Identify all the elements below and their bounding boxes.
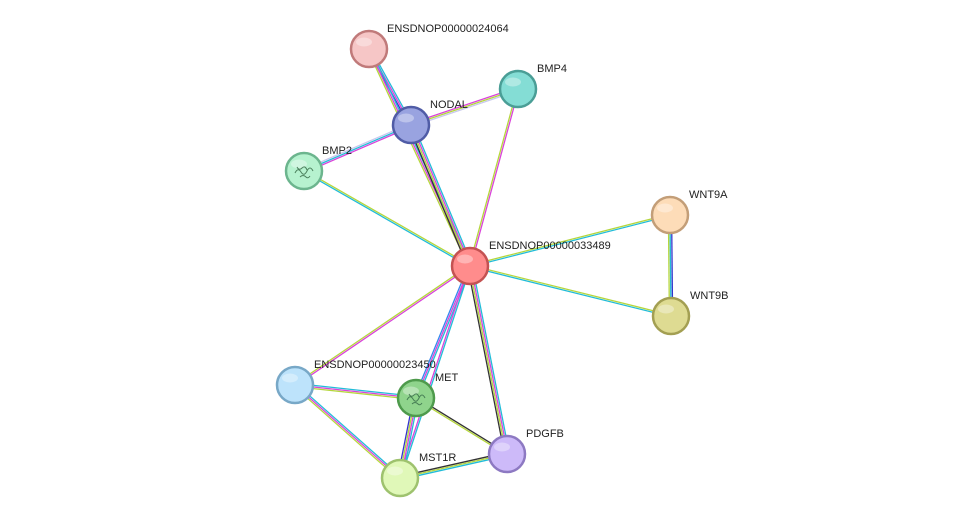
edge-evidence-line — [469, 213, 670, 266]
edge-evidence-line — [303, 171, 470, 268]
edge-evidence-line — [294, 264, 470, 385]
node-wnt9a[interactable] — [650, 195, 690, 235]
edge-evidence-line — [366, 49, 470, 267]
edge-ensdnop00000033489-pdgfb[interactable] — [467, 265, 510, 455]
node-highlight — [494, 442, 510, 452]
edge-evidence-line — [468, 88, 518, 266]
edge-evidence-line — [415, 265, 471, 399]
edge-evidence-line — [369, 48, 473, 266]
edge-evidence-line — [295, 266, 471, 387]
edge-ensdnop00000024064-ensdnop00000033489[interactable] — [366, 48, 473, 267]
edge-evidence-line — [303, 124, 412, 172]
node-highlight — [457, 254, 473, 264]
edge-evidence-line — [368, 48, 471, 267]
node-nodal[interactable] — [391, 105, 431, 145]
edge-evidence-line — [294, 384, 401, 479]
edge-evidence-line — [409, 125, 470, 267]
edge-evidence-line — [470, 89, 520, 267]
protein-structure-icon — [406, 393, 426, 406]
node-label-wnt9a: WNT9A — [689, 189, 728, 201]
node-label-mst1r: MST1R — [419, 452, 456, 464]
node-highlight — [387, 466, 403, 476]
edge-evidence-line — [468, 266, 507, 455]
nodes-layer — [275, 29, 691, 498]
edge-evidence-line — [470, 265, 509, 454]
edge-ensdnop00000033489-wnt9a[interactable] — [469, 213, 671, 268]
node-highlight — [282, 373, 298, 383]
node-highlight — [398, 113, 414, 123]
node-highlight — [356, 37, 372, 47]
edge-evidence-line — [294, 384, 417, 399]
edge-evidence-line — [408, 125, 469, 268]
edge-evidence-line — [303, 122, 411, 171]
edge-evidence-line — [471, 265, 510, 454]
node-highlight — [291, 159, 307, 169]
node-label-wnt9b: WNT9B — [690, 290, 729, 302]
protein-structure-icon — [294, 166, 314, 179]
node-mst1r[interactable] — [380, 458, 420, 498]
node-wnt9b[interactable] — [651, 296, 691, 336]
node-bmp4[interactable] — [498, 69, 538, 109]
edge-evidence-line — [411, 124, 472, 266]
edge-evidence-line — [400, 266, 472, 479]
edge-ensdnop00000033489-met[interactable] — [413, 265, 473, 399]
node-circle[interactable] — [284, 151, 324, 191]
edge-evidence-line — [413, 265, 470, 398]
edge-evidence-line — [304, 169, 471, 266]
edge-evidence-line — [470, 264, 672, 316]
edge-evidence-line — [294, 385, 416, 401]
edge-nodal-bmp2[interactable] — [303, 122, 412, 174]
node-label-met: MET — [435, 372, 459, 384]
node-circle[interactable] — [275, 365, 315, 405]
edge-bmp4-ensdnop00000033489[interactable] — [468, 88, 520, 267]
node-circle[interactable] — [391, 105, 431, 145]
node-highlight — [658, 304, 674, 314]
node-label-bmp4: BMP4 — [537, 63, 567, 75]
node-circle[interactable] — [396, 378, 436, 418]
node-label-bmp2: BMP2 — [322, 145, 352, 157]
edges-layer — [293, 47, 674, 481]
node-label-ensdnop00000033489: ENSDNOP00000033489 — [489, 240, 611, 252]
edge-evidence-line — [295, 383, 402, 478]
node-circle[interactable] — [380, 458, 420, 498]
edge-evidence-line — [412, 123, 473, 266]
node-circle[interactable] — [650, 195, 690, 235]
edge-evidence-line — [416, 266, 473, 399]
node-circle[interactable] — [651, 296, 691, 336]
node-label-ensdnop00000024064: ENSDNOP00000024064 — [387, 23, 509, 35]
node-label-nodal: NODAL — [430, 99, 468, 111]
node-circle[interactable] — [498, 69, 538, 109]
node-met[interactable] — [396, 378, 436, 418]
edge-evidence-line — [467, 266, 506, 455]
node-highlight — [505, 77, 521, 87]
node-ensdnop00000023450[interactable] — [275, 365, 315, 405]
node-highlight — [403, 386, 419, 396]
edge-evidence-line — [304, 125, 412, 174]
edge-ensdnop00000033489-mst1r[interactable] — [398, 265, 472, 479]
edge-ensdnop00000023450-mst1r[interactable] — [293, 383, 402, 480]
node-ensdnop00000024064[interactable] — [349, 29, 389, 69]
edge-evidence-line — [469, 266, 671, 318]
edge-evidence-line — [293, 385, 400, 480]
edge-evidence-line — [295, 382, 417, 398]
node-highlight — [657, 203, 673, 213]
node-circle[interactable] — [487, 434, 527, 474]
edge-ensdnop00000023450-met[interactable] — [294, 382, 417, 401]
node-bmp2[interactable] — [284, 151, 324, 191]
edge-nodal-ensdnop00000033489[interactable] — [408, 123, 473, 268]
edge-evidence-line — [470, 215, 671, 268]
node-circle[interactable] — [349, 29, 389, 69]
node-label-pdgfb: PDGFB — [526, 428, 564, 440]
edge-ensdnop00000033489-wnt9b[interactable] — [469, 264, 672, 318]
edge-bmp2-ensdnop00000033489[interactable] — [303, 169, 471, 268]
node-ensdnop00000033489[interactable] — [450, 246, 490, 286]
node-label-ensdnop00000023450: ENSDNOP00000023450 — [314, 359, 436, 371]
edge-ensdnop00000033489-ensdnop00000023450[interactable] — [294, 264, 471, 387]
node-pdgfb[interactable] — [487, 434, 527, 474]
node-circle[interactable] — [450, 246, 490, 286]
edge-evidence-line — [398, 265, 470, 478]
